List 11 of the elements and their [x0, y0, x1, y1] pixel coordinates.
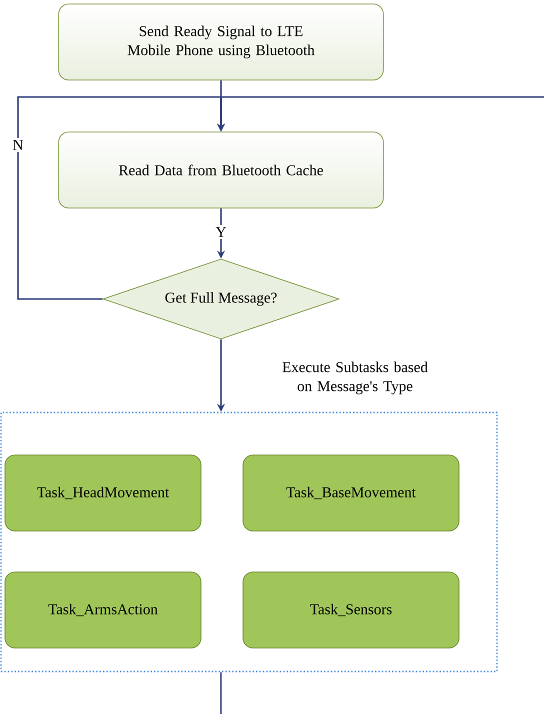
task-box: Task_BaseMovement	[242, 454, 460, 532]
task-box: Task_Sensors	[242, 572, 460, 648]
edge-label: Y	[214, 225, 228, 239]
edge-label: Execute Subtasks based on Message's Type	[282, 362, 428, 394]
task-box: Task_ArmsAction	[4, 572, 202, 648]
process-box: Read Data from Bluetooth Cache	[58, 132, 384, 208]
arrow	[17, 96, 226, 300]
dashed-container	[0, 412, 498, 672]
edge-label: N	[10, 138, 26, 152]
process-box: Send Ready Signal to LTE Mobile Phone using Bluetooth	[58, 4, 384, 80]
task-box: Task_HeadMovement	[4, 454, 202, 532]
